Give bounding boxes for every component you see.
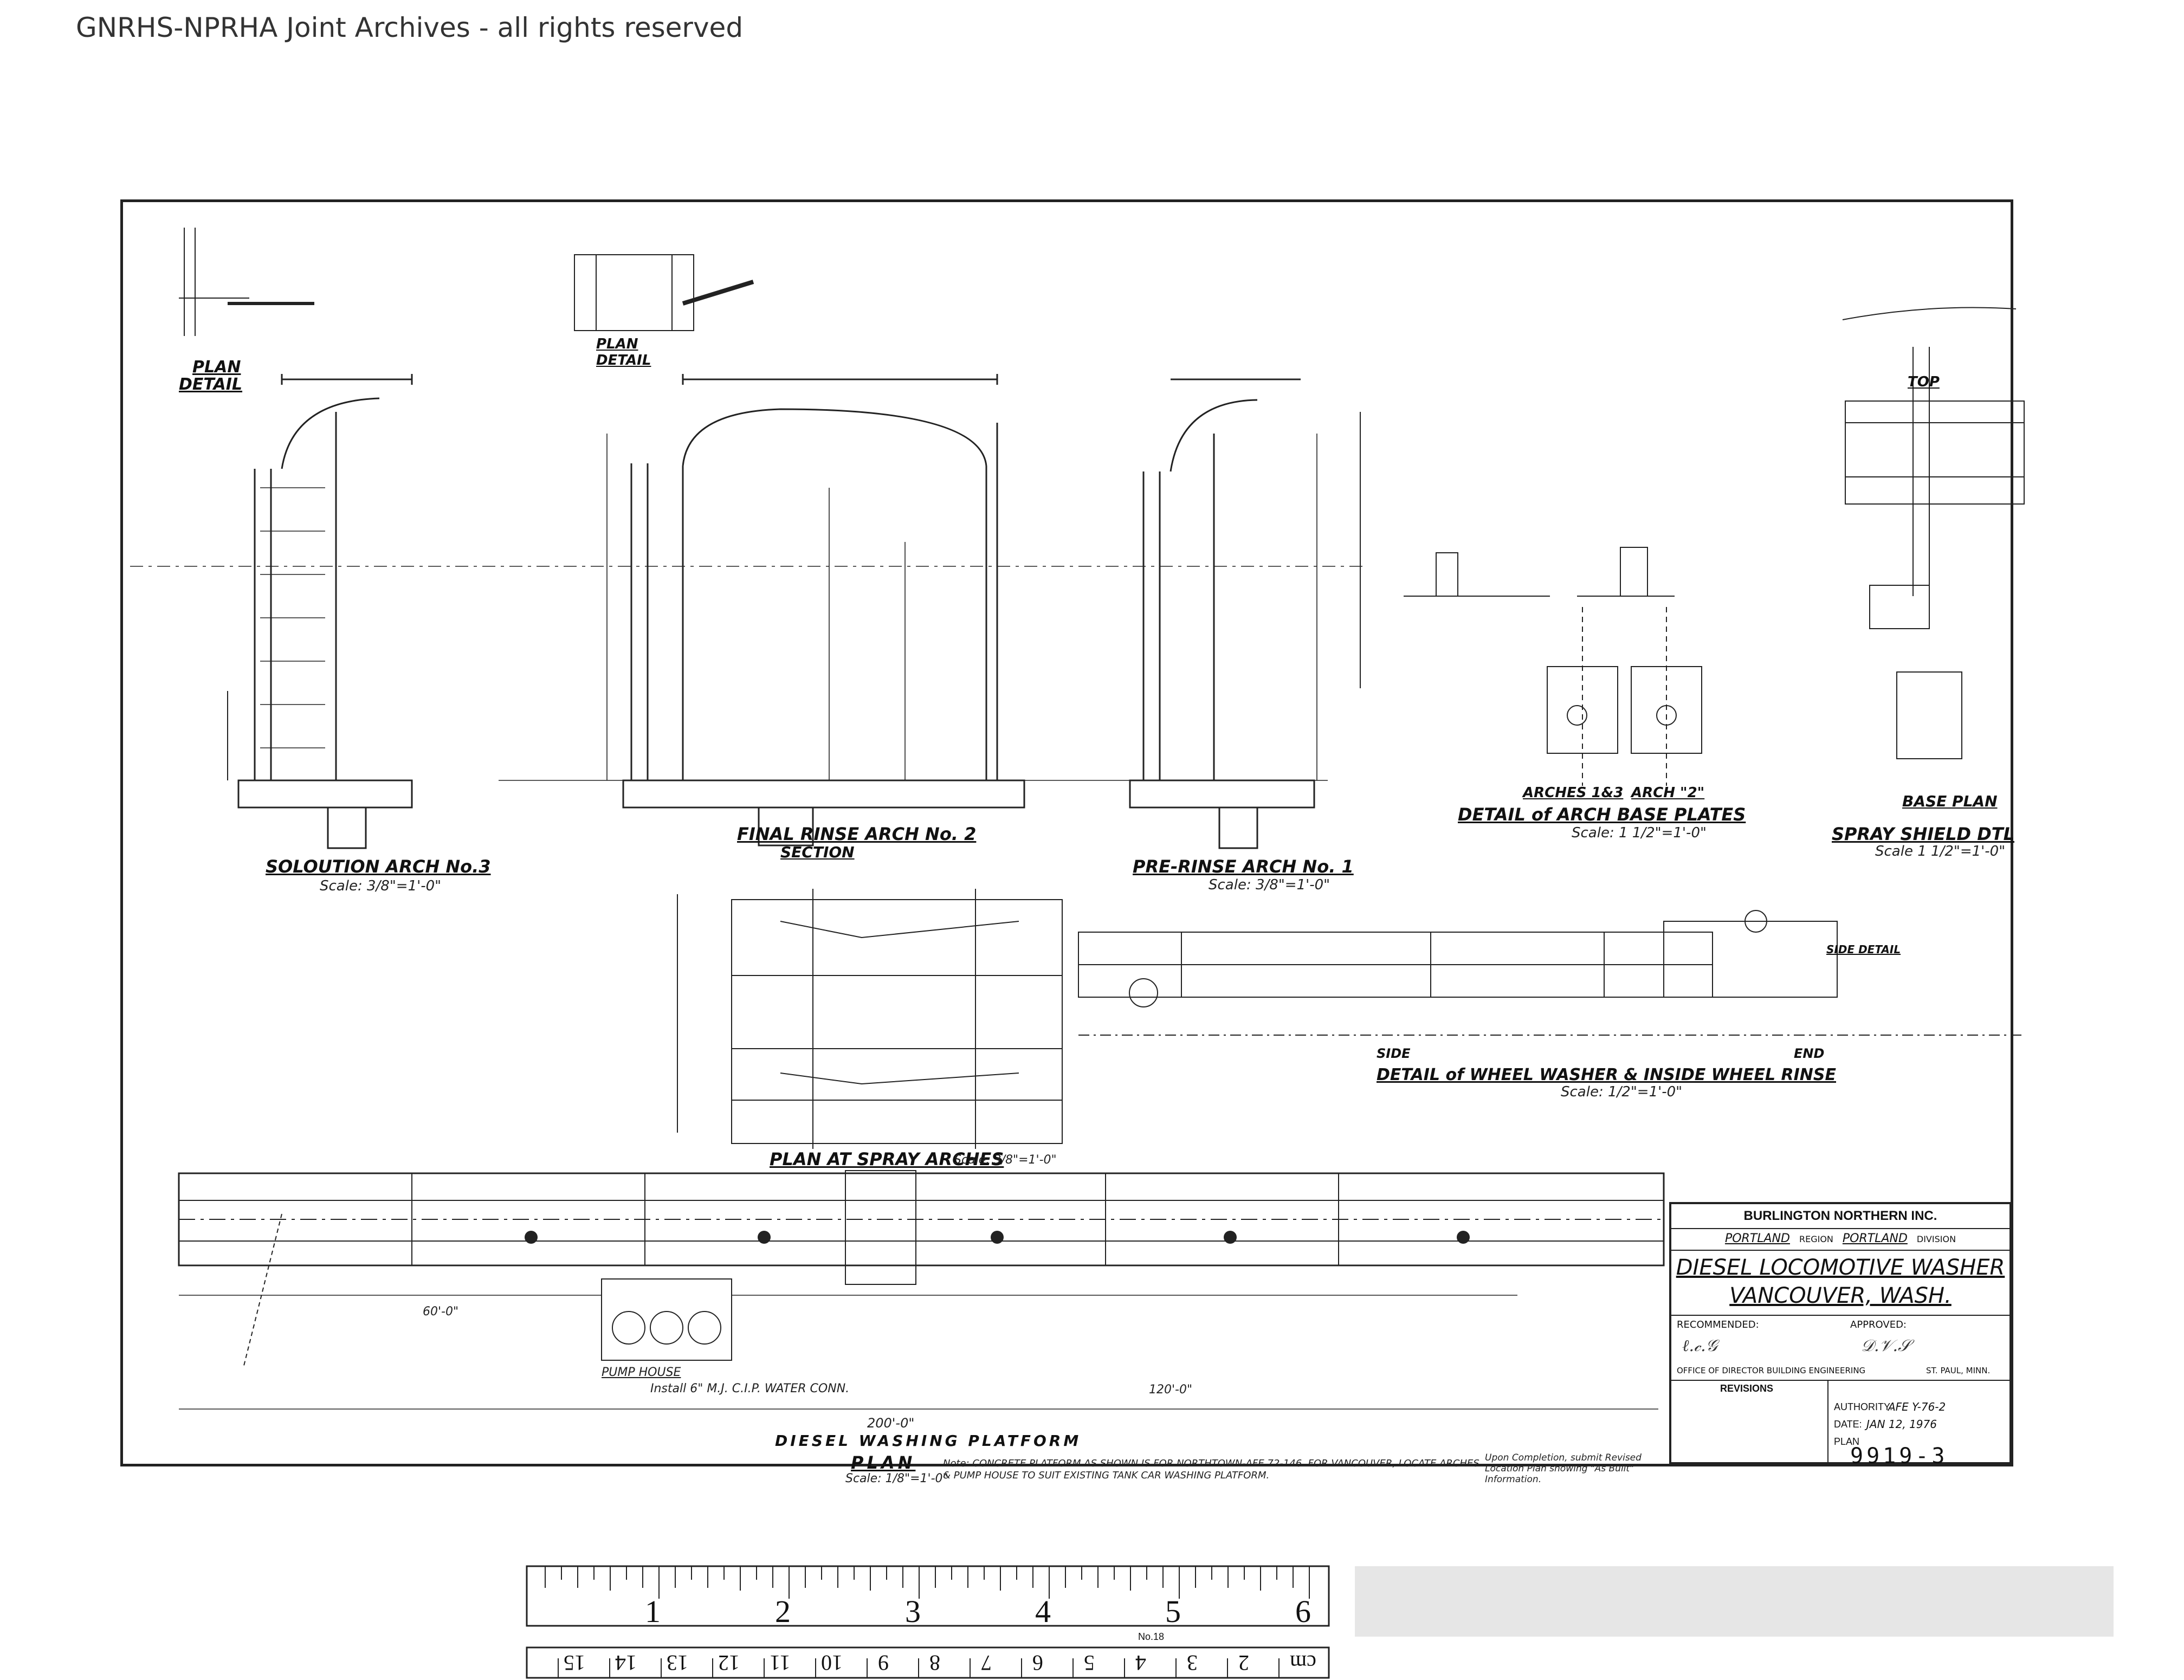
ruler-cm-label: cm <box>1290 1651 1316 1675</box>
platform-dim-60: 60'-0" <box>423 1305 459 1319</box>
plan-spray-arches-scale: Scale: 3/8"=1'-0" <box>954 1153 1057 1167</box>
final-rinse-arch-subtitle: SECTION <box>780 843 855 861</box>
plan-detail-2-title: PLAN <box>596 336 638 352</box>
spray-shield-side-detail: SIDE DETAIL <box>1826 943 1901 956</box>
final-rinse-arch-title: FINAL RINSE ARCH No. 2 <box>737 824 977 844</box>
region-name: PORTLAND <box>1724 1232 1790 1245</box>
ruler-cm-10: 10 <box>821 1651 843 1675</box>
base-plates-scale: Scale: 1 1/2"=1'-0" <box>1572 825 1707 841</box>
ruler-cm-6: 6 <box>1032 1651 1043 1675</box>
recommended-signature: ℓ.𝒸.𝒢 <box>1682 1336 1717 1355</box>
ruler-inch-4: 4 <box>1035 1594 1051 1629</box>
spray-shield-top-label: TOP <box>1908 374 1940 390</box>
final-rinse-arch-linework <box>606 374 1025 847</box>
division-name: PORTLAND <box>1842 1232 1908 1245</box>
platform-scale: Scale: 1/8"=1'-0" <box>845 1472 948 1485</box>
plan-detail-1-title: PLAN <box>192 358 241 377</box>
pre-rinse-arch-scale: Scale: 3/8"=1'-0" <box>1209 877 1330 893</box>
wheel-washer-linework <box>1078 910 2021 1036</box>
wheel-washer-scale: Scale: 1/2"=1'-0" <box>1561 1084 1683 1100</box>
ruler-cm-11: 11 <box>770 1651 791 1675</box>
ruler-cm-13: 13 <box>667 1651 688 1675</box>
spray-shield-title: SPRAY SHIELD DTL <box>1832 824 2015 844</box>
approved-signature: 𝒟.𝒱.𝒮 <box>1861 1336 1911 1355</box>
approved-label: APPROVED: <box>1850 1319 1907 1330</box>
plan-spray-arches-title: PLAN AT SPRAY ARCHES <box>770 1149 1004 1169</box>
platform-dim-120: 120'-0" <box>1149 1383 1193 1397</box>
platform-pump-house: PUMP HOUSE <box>602 1366 681 1379</box>
revisions-label: REVISIONS <box>1720 1383 1774 1394</box>
base-plates-title: DETAIL of ARCH BASE PLATES <box>1458 804 1746 825</box>
ruler-cm-4: 4 <box>1135 1651 1146 1675</box>
title-block-region-division: PORTLAND REGION PORTLAND DIVISION <box>1671 1228 2009 1251</box>
spray-shield-linework <box>1842 307 2025 759</box>
solution-arch-linework <box>227 374 413 849</box>
date-label: DATE: <box>1834 1419 1862 1430</box>
platform-plan-linework <box>178 1170 1665 1410</box>
plan-detail-1-subtitle: DETAIL <box>179 375 243 394</box>
ruler-cm-15: 15 <box>564 1651 585 1675</box>
wheel-washer-side: SIDE <box>1377 1046 1411 1061</box>
platform-water-conn: Install 6" M.J. C.I.P. WATER CONN. <box>650 1382 850 1395</box>
wheel-washer-title: DETAIL of WHEEL WASHER & INSIDE WHEEL RI… <box>1377 1065 1837 1084</box>
ruler-cm-12: 12 <box>718 1651 740 1675</box>
archive-watermark: GNRHS-NPRHA Joint Archives - all rights … <box>76 12 744 43</box>
base-plates-label-2: ARCH "2" <box>1631 785 1705 801</box>
ruler-inch-5: 5 <box>1165 1594 1181 1629</box>
base-plate-linework <box>1404 547 1702 786</box>
spray-shield-scale: Scale 1 1/2"=1'-0" <box>1875 843 2006 860</box>
city-label: ST. PAUL, MINN. <box>1926 1366 1991 1375</box>
wheel-washer-end: END <box>1794 1046 1825 1061</box>
solution-arch-scale: Scale: 3/8"=1'-0" <box>320 878 442 894</box>
ruler-cm-14: 14 <box>615 1651 637 1675</box>
ruler-cm-9: 9 <box>878 1651 889 1675</box>
drawing-title-line2: VANCOUVER, WASH. <box>1729 1283 1952 1308</box>
plan-label: PLAN <box>1834 1436 1860 1447</box>
drawing-title-line1: DIESEL LOCOMOTIVE WASHER <box>1676 1255 2005 1280</box>
ruler-cm-5: 5 <box>1084 1651 1095 1675</box>
ruler-inch-6: 6 <box>1295 1594 1311 1629</box>
plan-detail-linework <box>179 228 754 336</box>
recommended-label: RECOMMENDED: <box>1677 1319 1759 1330</box>
ruler-cm-3: 3 <box>1187 1651 1198 1675</box>
office-label: OFFICE OF DIRECTOR BUILDING ENGINEERING <box>1677 1366 1866 1375</box>
ruler-inch-2: 2 <box>775 1594 791 1629</box>
ruler-inch-1: 1 <box>645 1594 661 1629</box>
drawing-number: 9919-3 <box>1850 1444 1948 1469</box>
division-word: DIVISION <box>1916 1234 1956 1244</box>
authority-label: AUTHORITY: <box>1834 1401 1893 1412</box>
ruler-cm-8: 8 <box>929 1651 940 1675</box>
platform-subtitle: PLAN <box>851 1452 916 1473</box>
authority-value: AFE Y-76-2 <box>1888 1400 1946 1413</box>
drawing-sheet-border <box>120 199 2013 1466</box>
plan-spray-arches-linework <box>677 889 1063 1149</box>
ruler-cm-2: 2 <box>1238 1651 1249 1675</box>
ruler-shapes <box>526 1565 1330 1679</box>
revision-divider <box>1827 1380 1828 1466</box>
platform-title: DIESEL WASHING PLATFORM <box>775 1432 1082 1450</box>
ruler-inch-3: 3 <box>905 1594 921 1629</box>
title-block-revisions: REVISIONS AUTHORITY: AFE Y-76-2 DATE: JA… <box>1671 1380 2009 1469</box>
ruler-maker-label: No.18 <box>1138 1631 1165 1642</box>
title-block-title: DIESEL LOCOMOTIVE WASHER VANCOUVER, WASH… <box>1671 1250 2009 1316</box>
title-block-company: BURLINGTON NORTHERN INC. <box>1671 1204 2009 1229</box>
solution-arch-title: SOLOUTION ARCH No.3 <box>266 856 491 877</box>
title-block: BURLINGTON NORTHERN INC. PORTLAND REGION… <box>1669 1202 2012 1469</box>
region-word: REGION <box>1799 1234 1833 1244</box>
platform-completion-note: Upon Completion, submit Revised Location… <box>1485 1452 1642 1485</box>
ruler-cm-7: 7 <box>981 1651 992 1675</box>
platform-note: Note: CONCRETE PLATFORM AS SHOWN IS FOR … <box>943 1458 1479 1481</box>
pre-rinse-arch-title: PRE-RINSE ARCH No. 1 <box>1133 856 1354 877</box>
base-plates-label-1: ARCHES 1&3 <box>1523 785 1624 801</box>
title-block-signatures: RECOMMENDED: APPROVED: ℓ.𝒸.𝒢 𝒟.𝒱.𝒮 OFFIC… <box>1671 1315 2009 1381</box>
date-value: JAN 12, 1976 <box>1866 1418 1937 1431</box>
plan-detail-2-subtitle: DETAIL <box>596 352 651 369</box>
platform-dim-total: 200'-0" <box>867 1416 915 1431</box>
spray-shield-base-plan: BASE PLAN <box>1902 792 1998 810</box>
